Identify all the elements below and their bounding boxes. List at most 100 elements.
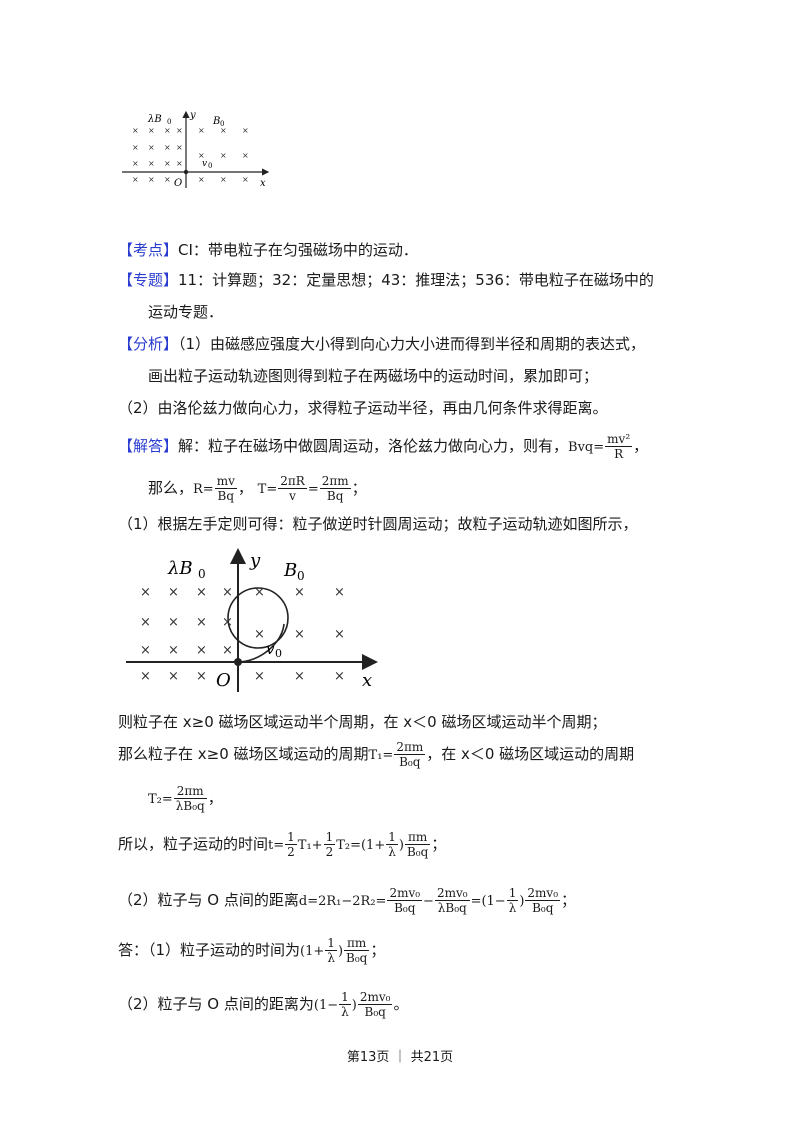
origin-label: O xyxy=(216,670,231,691)
svg-text:×: × xyxy=(334,627,345,642)
svg-text:×: × xyxy=(196,643,207,658)
zhuanti-tag: 【专题】 xyxy=(118,271,179,289)
origin-dot xyxy=(183,169,189,175)
svg-text:0: 0 xyxy=(167,118,171,126)
svg-text:×: × xyxy=(334,669,345,684)
b0-label: B xyxy=(212,116,220,127)
kaodian-text: CI：带电粒子在匀强磁场中的运动． xyxy=(178,241,418,259)
svg-text:×: × xyxy=(294,627,305,642)
svg-text:×: × xyxy=(294,585,305,600)
svg-text:×: × xyxy=(168,669,179,684)
field-crosses: ×××× ××× ×××× ××× ×××× ××× ××× xyxy=(132,126,249,184)
svg-text:×: × xyxy=(220,126,227,135)
fenxi-line: 【分析】（1）由磁感应强度大小得到向心力大小进而得到半径和周期的表达式， xyxy=(118,334,645,354)
svg-text:×: × xyxy=(196,615,207,630)
svg-text:×: × xyxy=(176,143,183,152)
svg-text:×: × xyxy=(198,175,205,184)
svg-text:×: × xyxy=(140,615,151,630)
zhuanti-line2: 运动专题． xyxy=(148,303,224,321)
b0-label: B xyxy=(283,560,297,581)
svg-text:×: × xyxy=(132,143,139,152)
jieda-text: 解：粒子在磁场中做圆周运动，洛伦兹力做向心力，则有， xyxy=(178,437,569,455)
svg-text:×: × xyxy=(168,615,179,630)
fenxi-tag: 【分析】 xyxy=(118,335,179,353)
svg-text:×: × xyxy=(148,175,155,184)
page-footer: 第13页 ｜ 共21页 xyxy=(346,1050,454,1065)
svg-text:×: × xyxy=(176,126,183,135)
kaodian-line: 【考点】CI：带电粒子在匀强磁场中的运动． xyxy=(118,240,418,260)
svg-text:×: × xyxy=(164,159,171,168)
svg-text:×: × xyxy=(168,643,179,658)
svg-text:×: × xyxy=(148,143,155,152)
svg-text:×: × xyxy=(198,151,205,160)
svg-text:×: × xyxy=(242,151,249,160)
svg-text:×: × xyxy=(242,175,249,184)
svg-text:×: × xyxy=(334,585,345,600)
svg-text:×: × xyxy=(254,585,265,600)
half-period-line: 则粒子在 x≥0 磁场区域运动半个周期，在 x＜0 磁场区域运动半个周期； xyxy=(118,713,607,731)
svg-text:×: × xyxy=(132,175,139,184)
v0-label: v xyxy=(266,640,275,658)
svg-text:×: × xyxy=(148,159,155,168)
magnetic-field-figure-small: ×××× ××× ×××× ××× ×××× ××× ××× λB 0 y B … xyxy=(122,110,270,189)
svg-text:×: × xyxy=(132,126,139,135)
trajectory-arc xyxy=(237,623,285,663)
svg-text:×: × xyxy=(254,627,265,642)
lambda-b0-label: λB xyxy=(147,114,162,125)
origin-dot xyxy=(234,658,242,666)
svg-text:×: × xyxy=(222,643,233,658)
svg-text:×: × xyxy=(294,669,305,684)
svg-text:×: × xyxy=(254,669,265,684)
zhuanti-line: 【专题】11：计算题；32：定量思想；43：推理法；536：带电粒子在磁场中的 xyxy=(118,270,654,290)
jieda-tag: 【解答】 xyxy=(118,437,179,455)
y-label: y xyxy=(189,110,196,121)
analysis-line2: （2）由洛伦兹力做向心力，求得粒子运动半径，再由几何条件求得距离。 xyxy=(118,399,608,417)
svg-text:×: × xyxy=(164,175,171,184)
svg-text:0: 0 xyxy=(220,120,224,128)
kaodian-tag: 【考点】 xyxy=(118,241,179,259)
svg-text:×: × xyxy=(168,585,179,600)
step1-line: （1）根据左手定则可得：粒子做逆时针圆周运动；故粒子运动轨迹如图所示， xyxy=(118,515,638,533)
y-label: y xyxy=(249,550,261,571)
field-crosses: ×××× ××× ×××× ××× ×××× ××× ××× xyxy=(140,585,345,684)
trajectory-figure: ×××× ××× ×××× ××× ×××× ××× ××× λB 0 y B … xyxy=(126,548,378,692)
svg-text:×: × xyxy=(196,669,207,684)
svg-text:0: 0 xyxy=(208,162,212,170)
lambda-b0-label: λB xyxy=(167,558,193,579)
svg-text:×: × xyxy=(222,615,233,630)
svg-text:×: × xyxy=(220,175,227,184)
zhuanti-text: 11：计算题；32：定量思想；43：推理法；536：带电粒子在磁场中的 xyxy=(178,271,654,289)
v0-label: v xyxy=(202,159,207,169)
x-label: x xyxy=(260,178,266,189)
svg-text:×: × xyxy=(164,143,171,152)
svg-text:×: × xyxy=(196,585,207,600)
svg-text:×: × xyxy=(198,126,205,135)
svg-text:×: × xyxy=(176,159,183,168)
svg-text:0: 0 xyxy=(297,569,305,583)
svg-text:×: × xyxy=(140,643,151,658)
svg-text:×: × xyxy=(164,126,171,135)
trajectory-circle xyxy=(227,587,289,649)
svg-text:×: × xyxy=(220,151,227,160)
svg-text:×: × xyxy=(242,126,249,135)
origin-label: O xyxy=(174,178,182,189)
x-label: x xyxy=(362,670,372,691)
svg-text:×: × xyxy=(222,585,233,600)
svg-text:×: × xyxy=(140,669,151,684)
svg-text:×: × xyxy=(148,126,155,135)
